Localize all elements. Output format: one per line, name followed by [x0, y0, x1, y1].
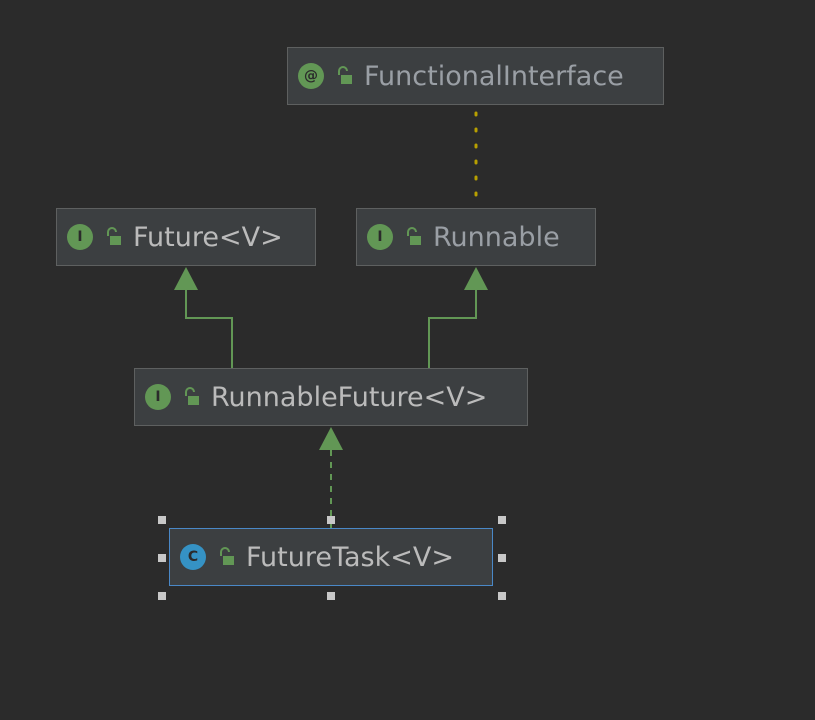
unlocked-public-icon: [107, 227, 121, 245]
interface-type-icon: I: [367, 224, 393, 250]
interface-type-icon: I: [145, 384, 171, 410]
unlocked-public-icon: [185, 387, 199, 405]
resize-handle-right[interactable]: [498, 554, 506, 562]
node-runnable-future[interactable]: I RunnableFuture<V>: [134, 368, 528, 426]
annotation-type-icon: @: [298, 63, 324, 89]
node-future-task[interactable]: C FutureTask<V>: [169, 528, 493, 586]
node-label: Runnable: [433, 221, 560, 253]
unlocked-public-icon: [407, 227, 421, 245]
resize-handle-left[interactable]: [158, 554, 166, 562]
resize-handle-bottom-right[interactable]: [498, 592, 506, 600]
unlocked-public-icon: [220, 547, 234, 565]
edge-runnable-future-extends-future: [174, 267, 233, 368]
node-future[interactable]: I Future<V>: [56, 208, 316, 266]
node-runnable[interactable]: I Runnable: [356, 208, 596, 266]
resize-handle-top-right[interactable]: [498, 516, 506, 524]
unlocked-public-icon: [338, 66, 352, 84]
resize-handle-bottom[interactable]: [327, 592, 335, 600]
edge-runnable-future-extends-runnable: [428, 267, 488, 368]
class-type-icon: C: [180, 544, 206, 570]
interface-type-icon: I: [67, 224, 93, 250]
node-label: RunnableFuture<V>: [211, 381, 488, 413]
node-label: Future<V>: [133, 221, 283, 253]
node-functional-interface[interactable]: @ FunctionalInterface: [287, 47, 664, 105]
resize-handle-top-left[interactable]: [158, 516, 166, 524]
node-label: FutureTask<V>: [246, 541, 454, 573]
edge-future-task-implements-runnable-future: [319, 427, 343, 528]
resize-handle-bottom-left[interactable]: [158, 592, 166, 600]
node-label: FunctionalInterface: [364, 60, 624, 92]
resize-handle-top[interactable]: [327, 516, 335, 524]
